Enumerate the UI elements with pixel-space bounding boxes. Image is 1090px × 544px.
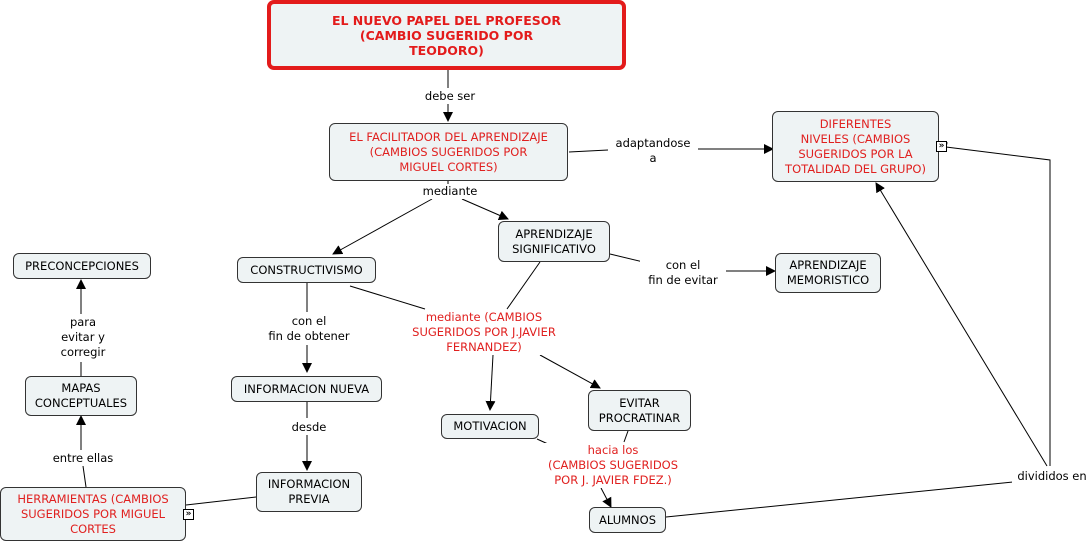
alumnos-node[interactable]: ALUMNOS [589,507,666,533]
edge-significativo-mediante-javier [506,261,541,310]
edge-divididos-niveles [875,182,1048,467]
herramientas-node[interactable]: HERRAMIENTAS (CAMBIOS SUGERIDOS POR MIGU… [0,487,186,541]
link-label-desde: desde [282,420,336,435]
link-label-con-fin-evitar: con el fin de evitar [640,258,726,288]
informacion-nueva-node[interactable]: INFORMACION NUEVA [231,376,382,402]
edge-alumnos-divididos [665,481,1014,518]
motivacion-node[interactable]: MOTIVACION [441,414,539,439]
edge-divididos-niveles-expand [937,142,1051,466]
link-label-adaptandose: adaptandose a [608,136,698,166]
niveles-node[interactable]: DIFERENTES NIVELES (CAMBIOS SUGERIDOS PO… [772,111,939,182]
edge-mediante-constructivismo [332,198,433,255]
edge-constructivismo-mediante-javier [349,285,426,310]
link-label-hacia-los: hacia los (CAMBIOS SUGERIDOS POR J. JAVI… [533,443,693,488]
edge-hacia-los-alumnos [600,487,612,508]
link-label-mediante-javier: mediante (CAMBIOS SUGERIDOS POR J.JAVIER… [408,310,560,355]
link-label-con-fin-obtener: con el fin de obtener [258,314,360,344]
root-concept-node[interactable]: EL NUEVO PAPEL DEL PROFESOR (CAMBIO SUGE… [267,0,626,70]
expand-icon[interactable]: » [936,141,947,152]
edge-mediante-javier-evitar [539,354,601,389]
edge-herramientas-entre-ellas [82,465,87,488]
edge-facilitador-adaptandose [568,149,609,153]
edge-mediante-javier-motivacion [485,354,496,411]
edge-mediante-significativo [461,198,509,220]
memoristico-node[interactable]: APRENDIZAJE MEMORISTICO [775,253,881,293]
constructivismo-node[interactable]: CONSTRUCTIVISMO [237,257,376,283]
facilitador-node[interactable]: EL FACILITADOR DEL APRENDIZAJE (CAMBIOS … [329,123,568,181]
link-label-para-evitar: para evitar y corregir [48,315,118,360]
informacion-previa-node[interactable]: INFORMACION PREVIA [256,472,362,512]
mapas-conceptuales-node[interactable]: MAPAS CONCEPTUALES [25,376,137,416]
link-label-mediante: mediante [415,184,485,199]
link-label-entre-ellas: entre ellas [44,451,122,466]
edge-evitar-hacia-los [623,430,629,443]
edge-herramientas-info-previa [185,496,257,506]
link-label-divididos-en: divididos en [1012,469,1090,484]
evitar-procrastinar-node[interactable]: EVITAR PROCRATINAR [588,390,691,431]
expand-icon[interactable]: » [183,509,194,520]
significativo-node[interactable]: APRENDIZAJE SIGNIFICATIVO [498,221,610,262]
preconcepciones-node[interactable]: PRECONCEPCIONES [13,253,151,279]
link-label-debe-ser: debe ser [418,89,482,104]
